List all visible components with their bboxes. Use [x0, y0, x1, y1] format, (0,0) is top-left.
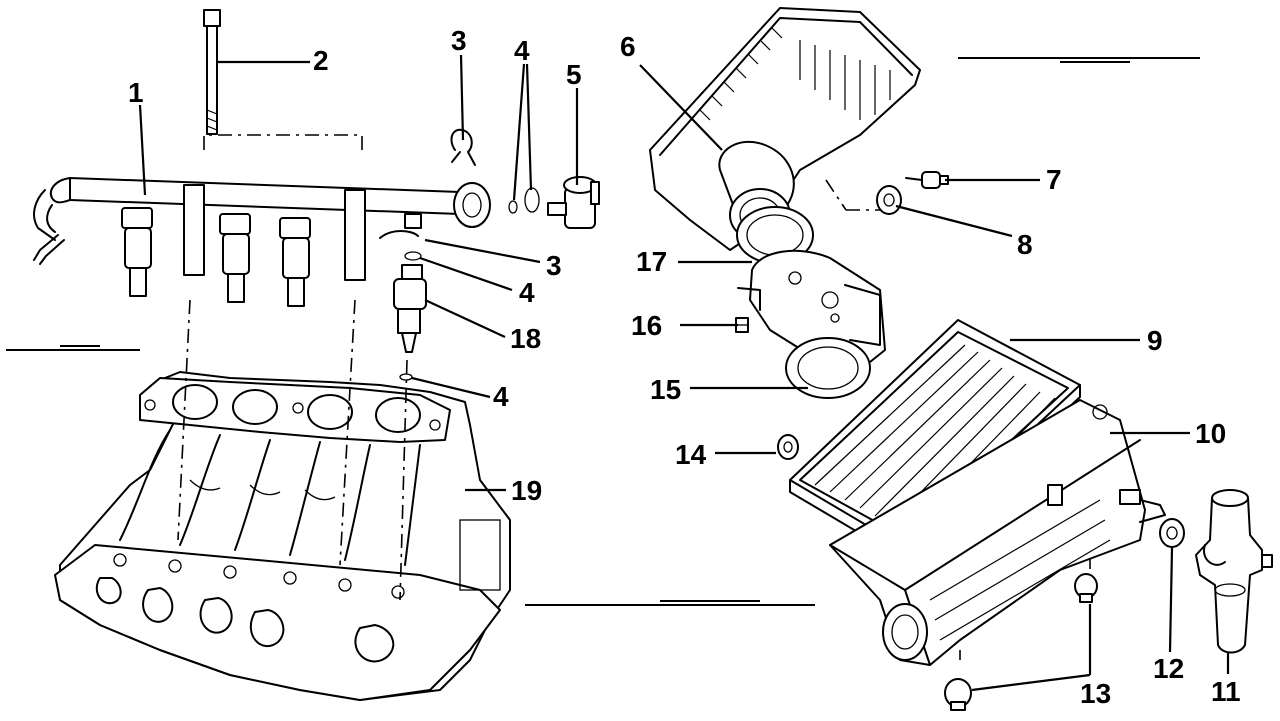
- callout-1: 1: [128, 77, 144, 108]
- callout-5: 5: [566, 59, 582, 90]
- leader-lines: [138, 54, 1230, 692]
- o-ring: [524, 187, 540, 213]
- callout-11: 11: [1211, 676, 1241, 707]
- callout-12: 12: [1153, 653, 1184, 684]
- grommet: [777, 434, 799, 460]
- rail-injector: [219, 213, 251, 303]
- mounting-grommet: [944, 678, 972, 711]
- long-bolt: [203, 9, 221, 135]
- callout-19: 19: [511, 475, 542, 506]
- fuel-rail: [33, 177, 491, 307]
- rubber-bushing: [1159, 518, 1185, 548]
- callout-labels: 1 2 3 4 5 6 7 8 3 4 17 16 18 9 15 4 14 1…: [128, 25, 1241, 709]
- page-rules: [6, 57, 1200, 606]
- o-ring: [399, 373, 413, 381]
- callout-18: 18: [510, 323, 541, 354]
- intake-manifold: [54, 371, 511, 701]
- callout-7: 7: [1046, 164, 1062, 195]
- fuel-pressure-regulator: [547, 176, 600, 229]
- control-valve: [1195, 489, 1273, 654]
- rail-injector: [279, 217, 311, 307]
- alignment-lines: [177, 134, 1091, 660]
- clip: [379, 230, 419, 239]
- callout-13: 13: [1080, 678, 1111, 709]
- callout-3b: 3: [546, 250, 562, 281]
- air-cleaner-lower-housing: [829, 399, 1166, 666]
- callout-2: 2: [313, 45, 329, 76]
- o-ring: [404, 251, 422, 261]
- callout-3: 3: [451, 25, 467, 56]
- callout-6: 6: [620, 31, 636, 62]
- callout-16: 16: [631, 310, 662, 341]
- mounting-grommet: [1074, 573, 1098, 603]
- fuel-injector: [393, 264, 427, 353]
- callout-4b: 4: [519, 277, 535, 308]
- retaining-pin: [905, 171, 949, 189]
- callout-14: 14: [675, 439, 707, 470]
- callout-8: 8: [1017, 229, 1033, 260]
- rail-injector: [121, 207, 153, 297]
- rubber-grommet: [876, 185, 902, 215]
- callout-4: 4: [514, 35, 530, 66]
- callout-17: 17: [636, 246, 667, 277]
- callout-4c: 4: [493, 381, 509, 412]
- callout-9: 9: [1147, 325, 1163, 356]
- callout-15: 15: [650, 374, 681, 405]
- air-flow-meter: [737, 249, 886, 399]
- o-ring: [508, 200, 518, 214]
- callout-10: 10: [1195, 418, 1226, 449]
